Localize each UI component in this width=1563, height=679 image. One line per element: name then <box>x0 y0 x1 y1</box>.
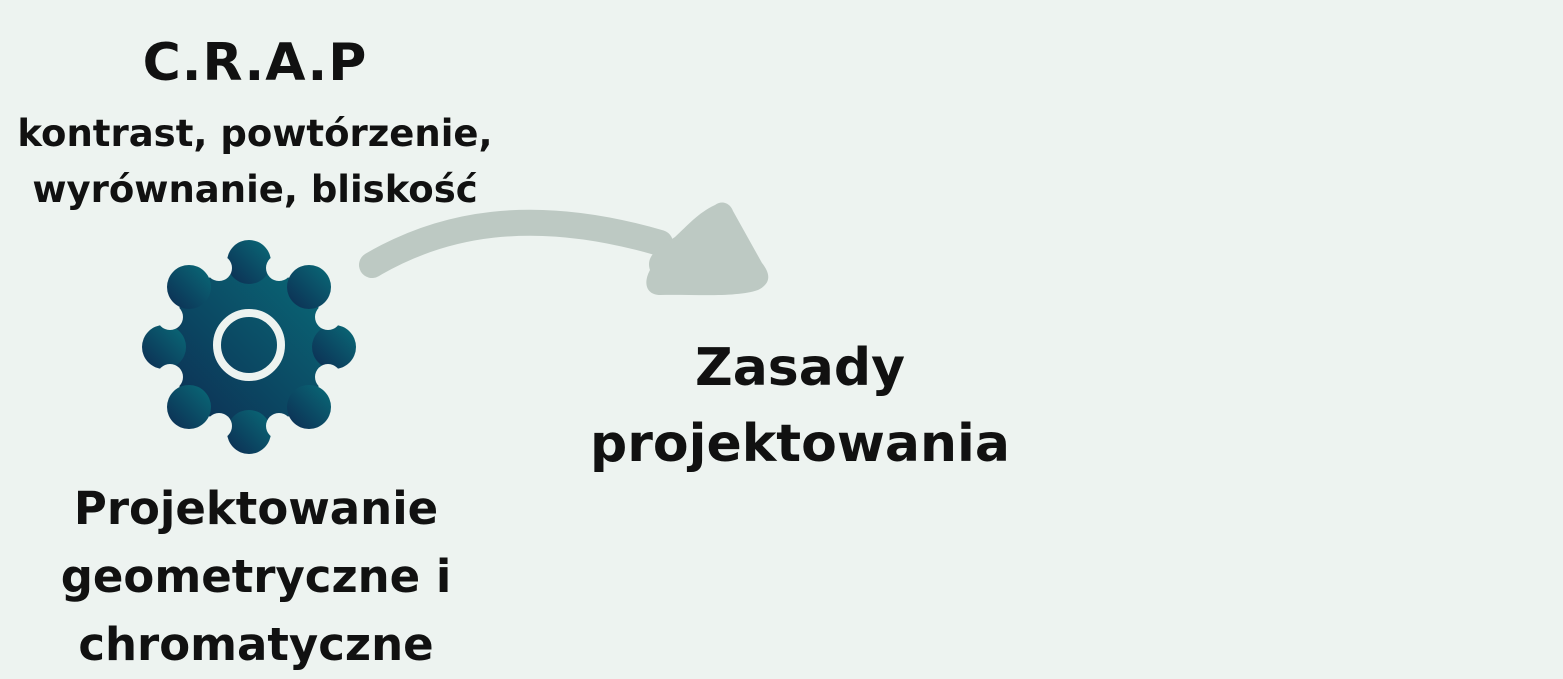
crap-principles-line-1: kontrast, powtórzenie, <box>17 112 493 155</box>
target-label-line-1: Zasady <box>695 338 905 398</box>
crap-title: C.R.A.P <box>142 33 368 93</box>
method-label-line-3: chromatyczne <box>78 618 434 671</box>
target-label-line-2: projektowania <box>590 414 1010 474</box>
method-label-line-2: geometryczne i <box>60 550 452 603</box>
gear-icon <box>140 238 358 456</box>
method-label: Projektowanie geometryczne i chromatyczn… <box>0 475 512 679</box>
method-label-line-1: Projektowanie <box>73 482 439 535</box>
crap-principles: kontrast, powtórzenie, wyrównanie, blisk… <box>0 106 510 218</box>
target-label: Zasady projektowania <box>560 330 1040 482</box>
curved-arrow-icon <box>350 195 790 310</box>
crap-principles-line-2: wyrównanie, bliskość <box>32 168 478 211</box>
